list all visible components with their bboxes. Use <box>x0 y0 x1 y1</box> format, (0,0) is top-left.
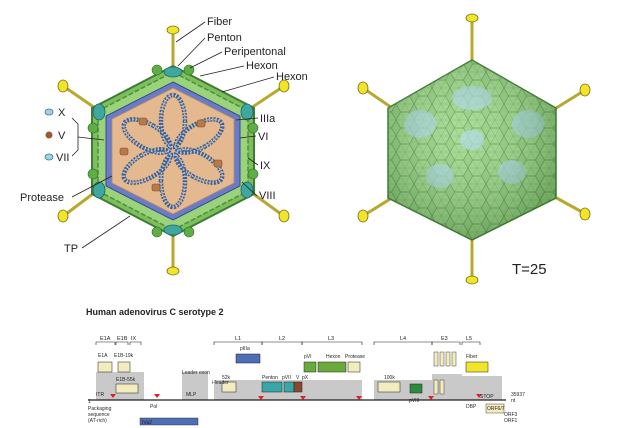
dbp-label: DBP <box>466 404 477 410</box>
mlp-label: MLP <box>186 392 197 398</box>
gene-e1b-19k: E1B-19k <box>114 353 134 359</box>
gene-e1a: E1A <box>98 353 108 359</box>
x-icon <box>44 108 54 116</box>
protease-blobs <box>119 117 223 192</box>
region-ix: IX <box>131 336 137 342</box>
region-l4: L4 <box>400 336 406 342</box>
gene-52k: 52k <box>222 375 231 381</box>
region-l5: L5 <box>466 336 472 342</box>
orf67-label: ORF6/7 <box>487 406 505 412</box>
label-hexon-1: Hexon <box>246 60 278 72</box>
label-protease: Protease <box>20 192 64 204</box>
label-viii: VIII <box>259 190 276 202</box>
region-e1a: E1A <box>100 336 111 342</box>
label-tp: TP <box>64 243 78 255</box>
label-ix: IX <box>260 160 271 172</box>
v-icon <box>45 131 53 139</box>
genome-length-unit: nt <box>511 398 516 404</box>
gene-piiia: pIIIa <box>240 346 250 352</box>
region-l2: L2 <box>279 336 285 342</box>
packaging-label: Packaging <box>88 406 112 412</box>
label-x: X <box>58 107 66 119</box>
gene-penton: Penton <box>262 375 278 381</box>
orf3-label: ORF3 <box>504 412 518 418</box>
label-peripentonal: Peripentonal <box>224 46 286 58</box>
itr-left: ITR <box>96 392 104 398</box>
region-l1: L1 <box>235 336 241 342</box>
genome-title: Human adenovirus C serotype 2 <box>86 307 224 317</box>
triangulation-label: T=25 <box>512 261 547 278</box>
gene-px: pX <box>302 375 309 381</box>
penton-bases <box>92 66 254 236</box>
label-vi: VI <box>258 131 268 143</box>
region-l3: L3 <box>328 336 334 342</box>
gene-leader-exon: Leader exon <box>182 370 210 376</box>
stop-label: STOP <box>480 394 494 400</box>
gene-e1b-55k: E1B-55k <box>116 377 136 383</box>
gene-pviii: pVIII <box>409 398 419 404</box>
region-e3: E3 <box>441 336 448 342</box>
label-fiber: Fiber <box>207 16 232 28</box>
packaging-label-3: (AT-rich) <box>88 418 107 424</box>
region-e1b: E1B <box>117 336 128 342</box>
iva2-label: IVa2 <box>142 420 152 426</box>
label-hexon-2: Hexon <box>276 71 308 83</box>
packaging-label-2: sequence <box>88 412 110 418</box>
label-penton: Penton <box>207 32 242 44</box>
red-markers <box>110 394 482 400</box>
genome-length: 35937 <box>511 392 525 398</box>
label-iiia: IIIa <box>260 113 276 125</box>
pol-label: Pol <box>150 404 157 410</box>
coord-1: 1 <box>88 399 91 405</box>
genome-map: Human adenovirus C serotype 2 E1A E1B IX… <box>86 307 525 426</box>
i-leader-label: i-leader <box>212 380 229 386</box>
gene-100k: 100k <box>384 375 395 381</box>
label-vii: VII <box>56 152 69 164</box>
orf1-label: ORF1 <box>504 418 518 424</box>
fiber-knobs <box>57 25 290 276</box>
cross-section-diagram: Fiber Penton Peripentonal Hexon Hexon II… <box>20 16 308 276</box>
gene-protease: Protease <box>345 354 365 360</box>
gene-pvii: pVII <box>282 375 291 381</box>
vii-icon <box>44 153 54 161</box>
leader-lines <box>71 21 275 249</box>
capsid-exterior: T=25 <box>357 13 591 285</box>
label-v: V <box>58 130 66 142</box>
gene-v: V <box>296 375 300 381</box>
gene-fiber: Fiber <box>466 354 478 360</box>
gene-pvi: pVI <box>304 354 312 360</box>
gene-hexon: Hexon <box>326 354 341 360</box>
